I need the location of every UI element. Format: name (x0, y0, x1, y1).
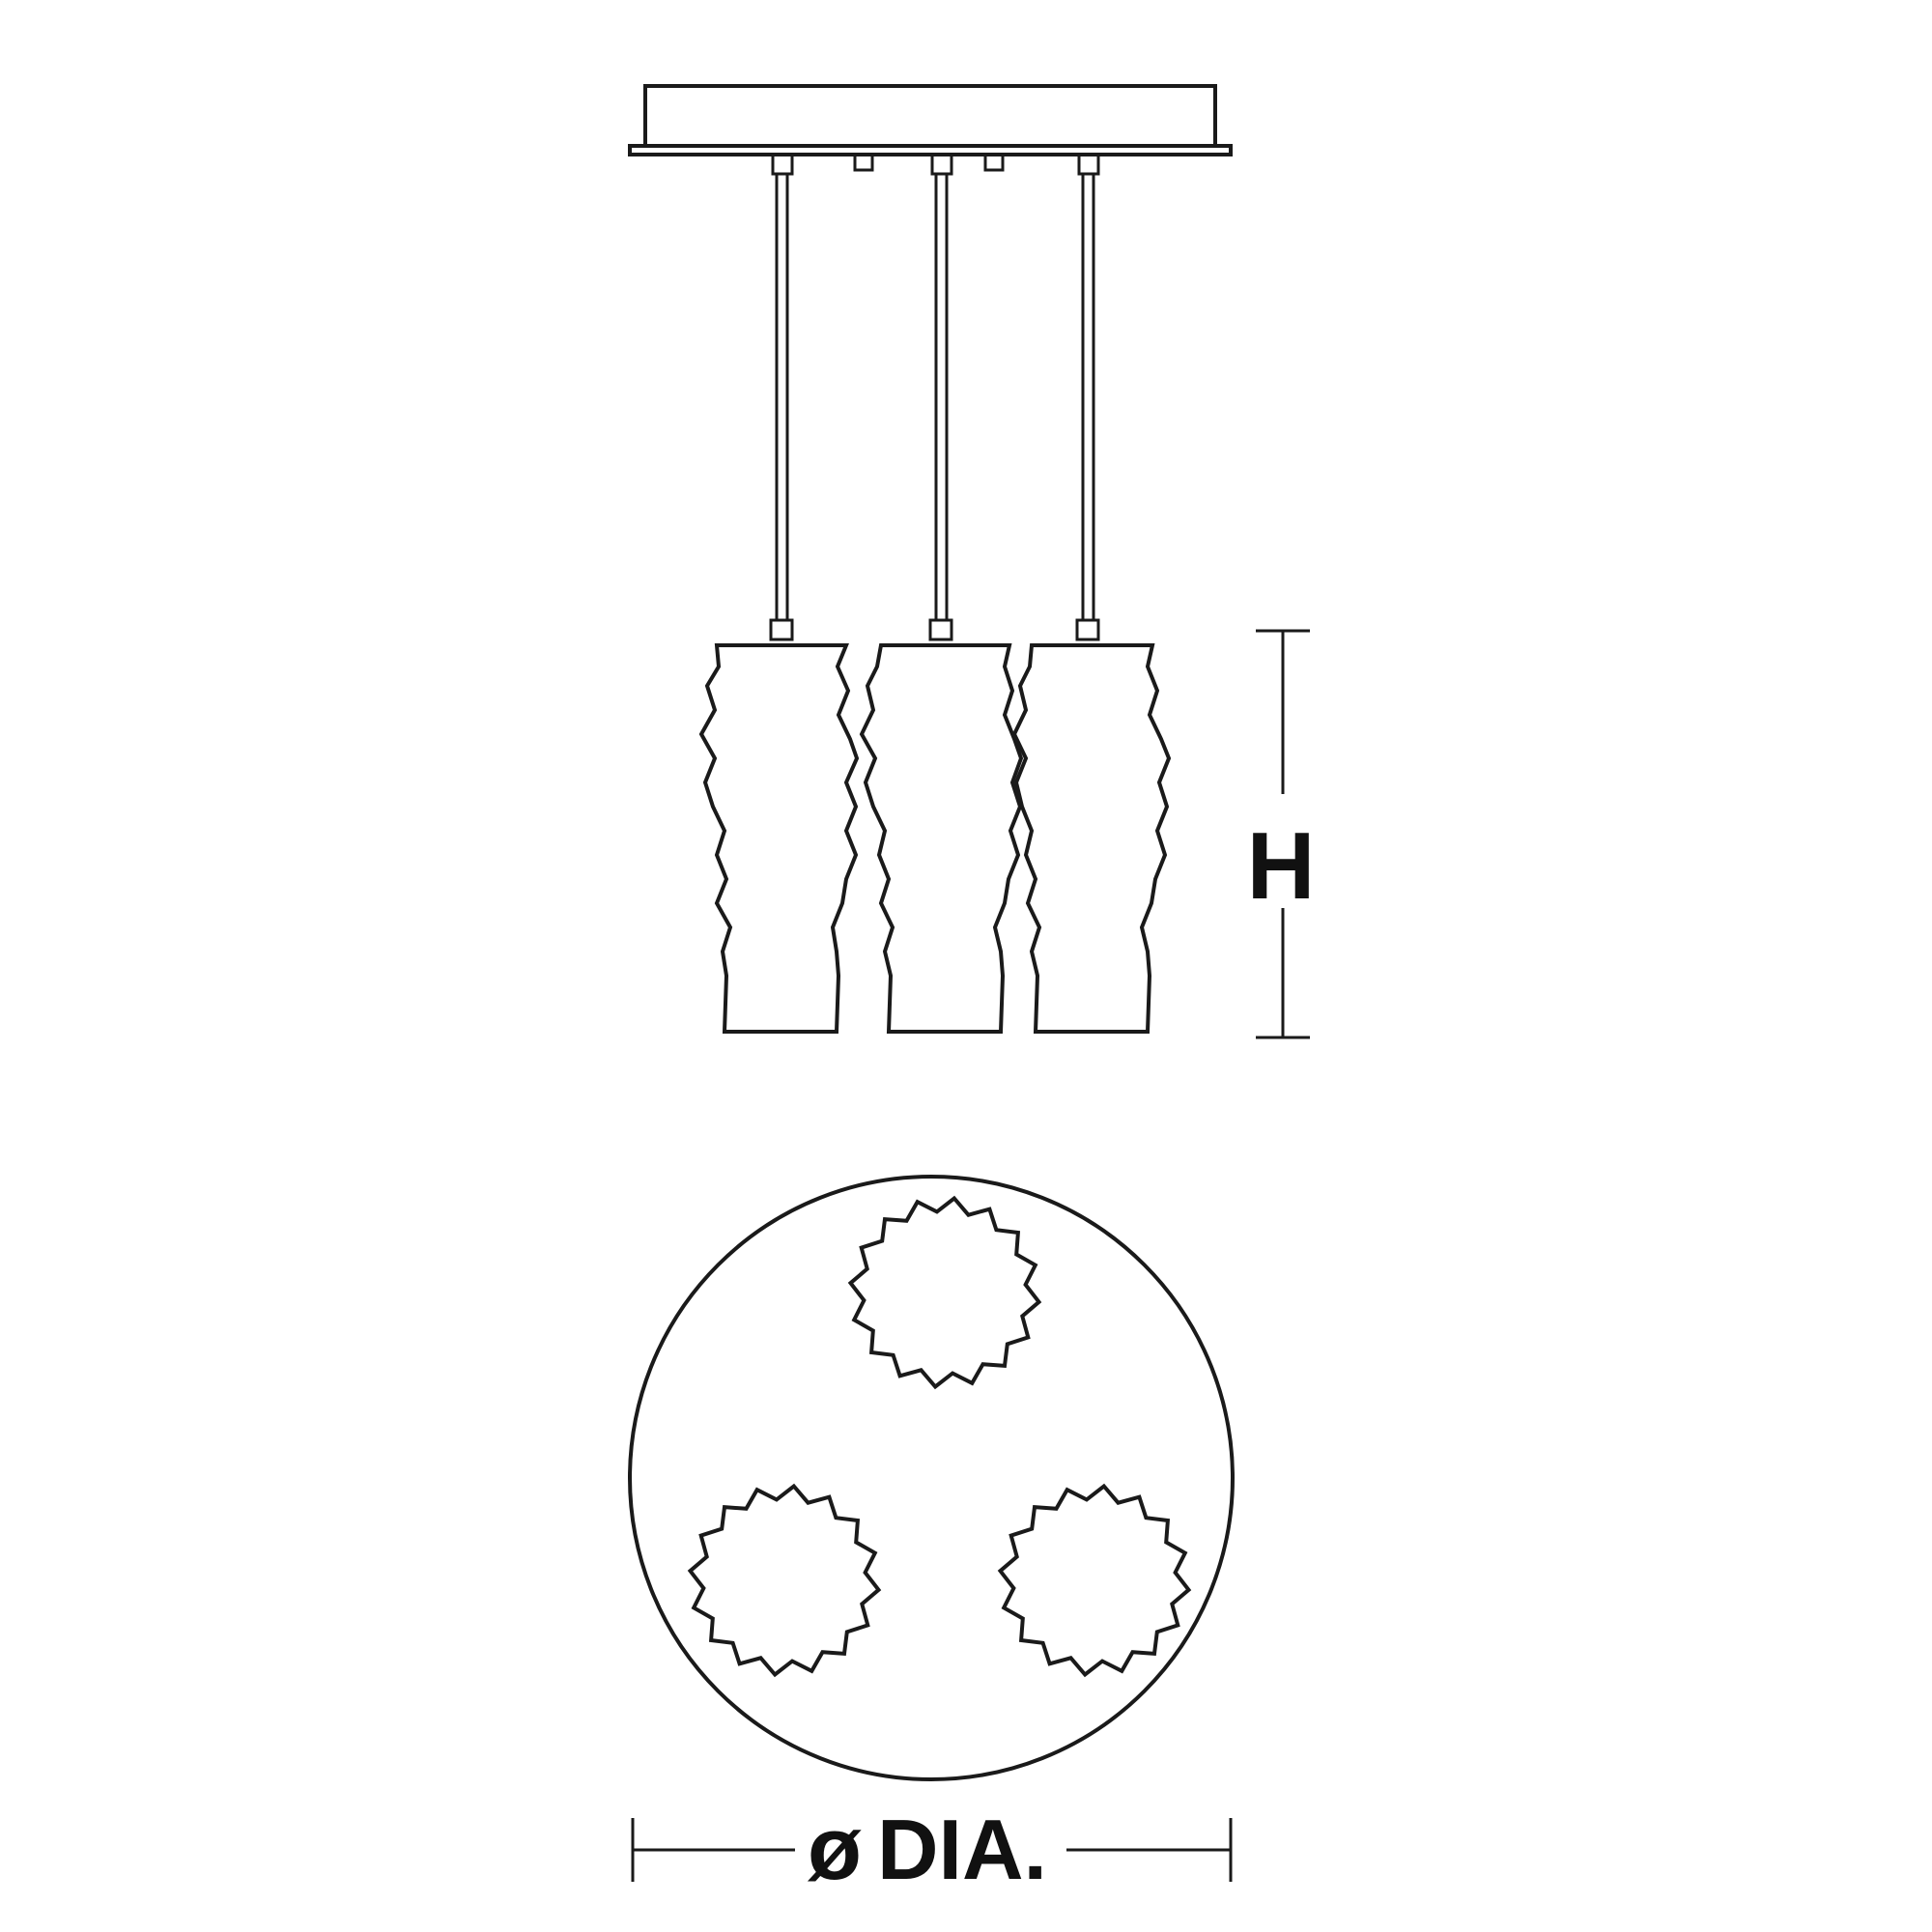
shade-plan-top (847, 1195, 1042, 1390)
shade-center (859, 643, 1024, 1034)
canopy-screw-left (853, 153, 874, 172)
canopy-fitting-center (930, 153, 953, 176)
diameter-symbol: ø (808, 1800, 862, 1898)
shade-plan-left (687, 1483, 882, 1678)
canopy-plate (628, 144, 1233, 156)
suspension-cables (775, 172, 1095, 622)
side-elevation: H (628, 84, 1316, 1039)
shade-left (698, 643, 860, 1034)
plan-view (628, 1175, 1235, 1781)
socket-center (928, 618, 953, 641)
canopy-body (643, 84, 1217, 148)
canopy-fitting-right (1077, 153, 1100, 176)
canopy-plan-circle (628, 1175, 1235, 1781)
canopy-screw-right (983, 153, 1005, 172)
cable-right (1081, 172, 1095, 622)
shade-plan-right (997, 1483, 1192, 1678)
shade-right (1011, 643, 1172, 1034)
diameter-dimension: ø DIA. (631, 1800, 1233, 1898)
socket-right (1075, 618, 1100, 641)
cable-center (934, 172, 949, 622)
canopy-fitting-left (771, 153, 794, 176)
diameter-label: DIA. (877, 1802, 1047, 1897)
shade-sockets (769, 618, 1100, 641)
socket-left (769, 618, 794, 641)
height-dimension: H (1247, 629, 1316, 1039)
height-label: H (1247, 812, 1316, 919)
cable-left (775, 172, 789, 622)
canopy (628, 84, 1233, 176)
